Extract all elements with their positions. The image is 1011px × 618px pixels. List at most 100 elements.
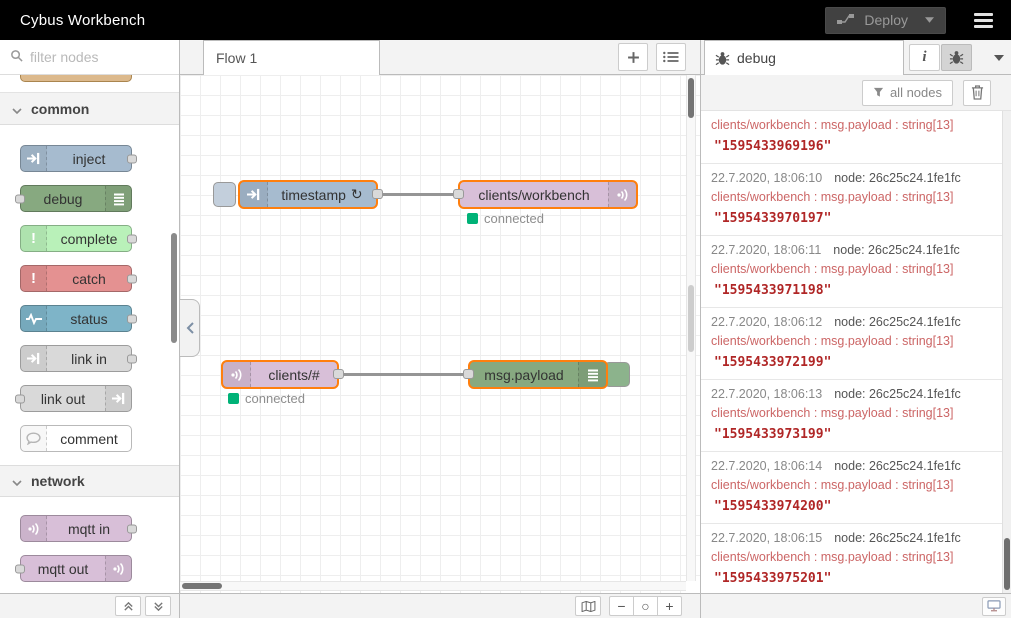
- zoom-out-button[interactable]: −: [609, 596, 634, 616]
- inject-arrow-icon: [21, 146, 47, 171]
- debug-message-payload[interactable]: "1595433973199": [714, 427, 832, 442]
- palette-node-label: mqtt out: [37, 560, 89, 577]
- flow-node-inject-timestamp[interactable]: timestamp ↻: [238, 180, 378, 209]
- navigator-button[interactable]: [575, 596, 601, 616]
- deploy-icon: [837, 12, 855, 28]
- debug-message-list[interactable]: clients/workbench : msg.payload : string…: [701, 111, 1011, 593]
- input-port[interactable]: [463, 369, 474, 379]
- link-arrow-icon: [105, 386, 131, 411]
- hamburger-menu-button[interactable]: [974, 12, 993, 28]
- output-port[interactable]: [372, 189, 383, 199]
- tab-debug[interactable]: debug: [704, 40, 904, 75]
- scrollbar-thumb[interactable]: [688, 285, 694, 352]
- debug-scrollbar[interactable]: [1002, 111, 1011, 593]
- deploy-caret-icon[interactable]: [925, 17, 934, 23]
- debug-message-payload[interactable]: "1595433974200": [714, 499, 832, 514]
- palette-node-comment[interactable]: comment: [20, 425, 132, 452]
- palette-node-link-in[interactable]: link in: [20, 345, 137, 372]
- scrollbar-thumb[interactable]: [1004, 538, 1010, 590]
- list-icon: [663, 51, 679, 63]
- input-port: [15, 194, 25, 203]
- chevron-down-icon: [12, 473, 22, 489]
- flow-node-mqtt-in-clients[interactable]: clients/#: [221, 360, 339, 389]
- debug-message-timestamp: 22.7.2020, 18:06:12: [711, 315, 823, 329]
- trash-icon: [971, 85, 983, 100]
- flow-node-debug-msg-payload[interactable]: msg.payload: [468, 360, 608, 389]
- caret-down-icon: [993, 54, 1004, 61]
- info-tab-button[interactable]: i: [909, 44, 940, 71]
- debug-message-node-id: node: 26c25c24.1fe1fc: [833, 243, 960, 257]
- zoom-in-button[interactable]: +: [657, 596, 682, 616]
- palette-category-common[interactable]: common: [0, 93, 179, 125]
- debug-message-node-id: node: 26c25c24.1fe1fc: [834, 459, 961, 473]
- wire[interactable]: [338, 373, 469, 376]
- palette-node-link-out[interactable]: link out: [15, 385, 132, 412]
- canvas-vertical-scrollbar[interactable]: [686, 75, 696, 581]
- node-status: connected: [467, 211, 544, 226]
- debug-tab-button[interactable]: [941, 44, 972, 71]
- flow-canvas[interactable]: timestamp ↻ clients/workbench connected: [180, 75, 700, 593]
- palette-node-complete[interactable]: ! complete: [20, 225, 137, 252]
- canvas-horizontal-scrollbar[interactable]: [180, 581, 686, 591]
- palette-node-mqtt-out[interactable]: mqtt out: [15, 555, 132, 582]
- tab-flow-1[interactable]: Flow 1: [203, 40, 380, 75]
- debug-message-payload[interactable]: "1595433969196": [714, 139, 832, 154]
- debug-message-payload[interactable]: "1595433972199": [714, 355, 832, 370]
- palette-node-catch[interactable]: ! catch: [20, 265, 137, 292]
- debug-message[interactable]: clients/workbench : msg.payload : string…: [701, 111, 1011, 164]
- debug-message-payload[interactable]: "1595433975201": [714, 571, 832, 586]
- deploy-button[interactable]: Deploy: [825, 6, 946, 34]
- palette-node-partial[interactable]: [20, 75, 132, 82]
- input-port[interactable]: [453, 189, 464, 199]
- status-text: connected: [245, 391, 305, 406]
- debug-message-node-id: node: 26c25c24.1fe1fc: [834, 531, 961, 545]
- node-label: clients/#: [268, 366, 320, 383]
- flow-node-mqtt-out-clients-workbench[interactable]: clients/workbench: [458, 180, 638, 209]
- double-chevron-up-icon: [123, 601, 133, 611]
- debug-tab-label: debug: [737, 50, 776, 66]
- palette-node-mqtt-in[interactable]: mqtt in: [20, 515, 137, 542]
- debug-sidebar: debug i all nodes clients/workbench : ms…: [700, 40, 1011, 618]
- add-flow-button[interactable]: [618, 43, 648, 71]
- collapse-all-button[interactable]: [115, 596, 141, 616]
- filter-nodes-button[interactable]: all nodes: [861, 79, 953, 106]
- status-dot: [467, 213, 478, 224]
- palette-collapse-toggle[interactable]: [180, 299, 200, 357]
- expand-all-button[interactable]: [145, 596, 171, 616]
- scrollbar-thumb[interactable]: [182, 583, 222, 589]
- debug-message-timestamp: 22.7.2020, 18:06:10: [711, 171, 823, 185]
- palette-category-network[interactable]: network: [0, 465, 179, 497]
- palette-scroll-area[interactable]: common inject debug ! complete: [0, 75, 179, 593]
- monitor-icon: [987, 600, 1001, 612]
- clear-messages-button[interactable]: [963, 79, 991, 106]
- filter-nodes-input[interactable]: [30, 49, 160, 65]
- palette-node-label: catch: [72, 270, 106, 287]
- palette-scrollbar-thumb[interactable]: [171, 233, 177, 343]
- debug-toolbar: all nodes: [701, 75, 1011, 111]
- palette-node-debug[interactable]: debug: [15, 185, 132, 212]
- palette-node-status[interactable]: status: [20, 305, 137, 332]
- open-debug-window-button[interactable]: [982, 596, 1006, 616]
- bug-icon: [949, 51, 964, 65]
- scrollbar-thumb[interactable]: [688, 78, 694, 118]
- wire[interactable]: [377, 193, 459, 196]
- palette-node-inject[interactable]: inject: [20, 145, 137, 172]
- debug-message[interactable]: 22.7.2020, 18:06:11 node: 26c25c24.1fe1fc…: [701, 236, 1011, 308]
- zoom-reset-button[interactable]: ○: [633, 596, 658, 616]
- inject-trigger-button[interactable]: [213, 182, 236, 207]
- debug-message-payload[interactable]: "1595433970197": [714, 211, 832, 226]
- debug-message-timestamp: 22.7.2020, 18:06:11: [711, 243, 822, 257]
- output-port[interactable]: [333, 369, 344, 379]
- palette-node-label: comment: [60, 430, 118, 447]
- circle-icon: ○: [641, 598, 650, 614]
- flow-list-button[interactable]: [656, 43, 686, 71]
- funnel-icon: [873, 87, 884, 97]
- debug-message-payload[interactable]: "1595433971198": [714, 283, 832, 298]
- sidebar-menu-caret[interactable]: [983, 44, 1011, 71]
